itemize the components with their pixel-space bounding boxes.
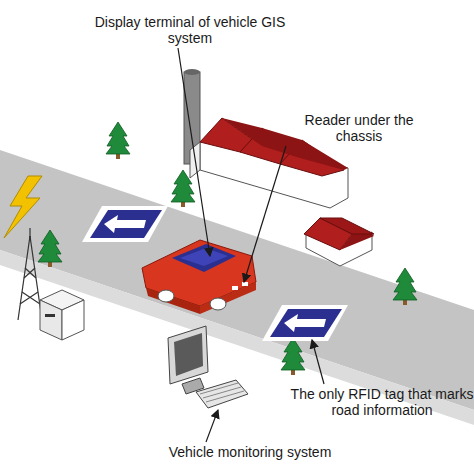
leader-line (178, 48, 324, 442)
house (304, 218, 374, 266)
server-computer (40, 290, 84, 340)
wireless-signal (4, 176, 42, 238)
vehicle (142, 240, 256, 314)
monitoring-computer (168, 326, 248, 408)
rfid-tag (82, 206, 168, 242)
tree (281, 338, 305, 375)
tree (38, 230, 62, 267)
tree (171, 170, 195, 207)
callout-label: Vehicle monitoring system (150, 444, 350, 460)
callout-label: Reader under the chassis (284, 112, 434, 144)
callout-label: The only RFID tag that marks road inform… (290, 386, 474, 418)
factory-building (184, 69, 348, 208)
callout-label: Display terminal of vehicle GIS system (90, 14, 290, 46)
rfid-tag (262, 305, 348, 341)
tree (106, 122, 130, 159)
antenna-tower (18, 228, 42, 320)
tree (393, 268, 417, 305)
